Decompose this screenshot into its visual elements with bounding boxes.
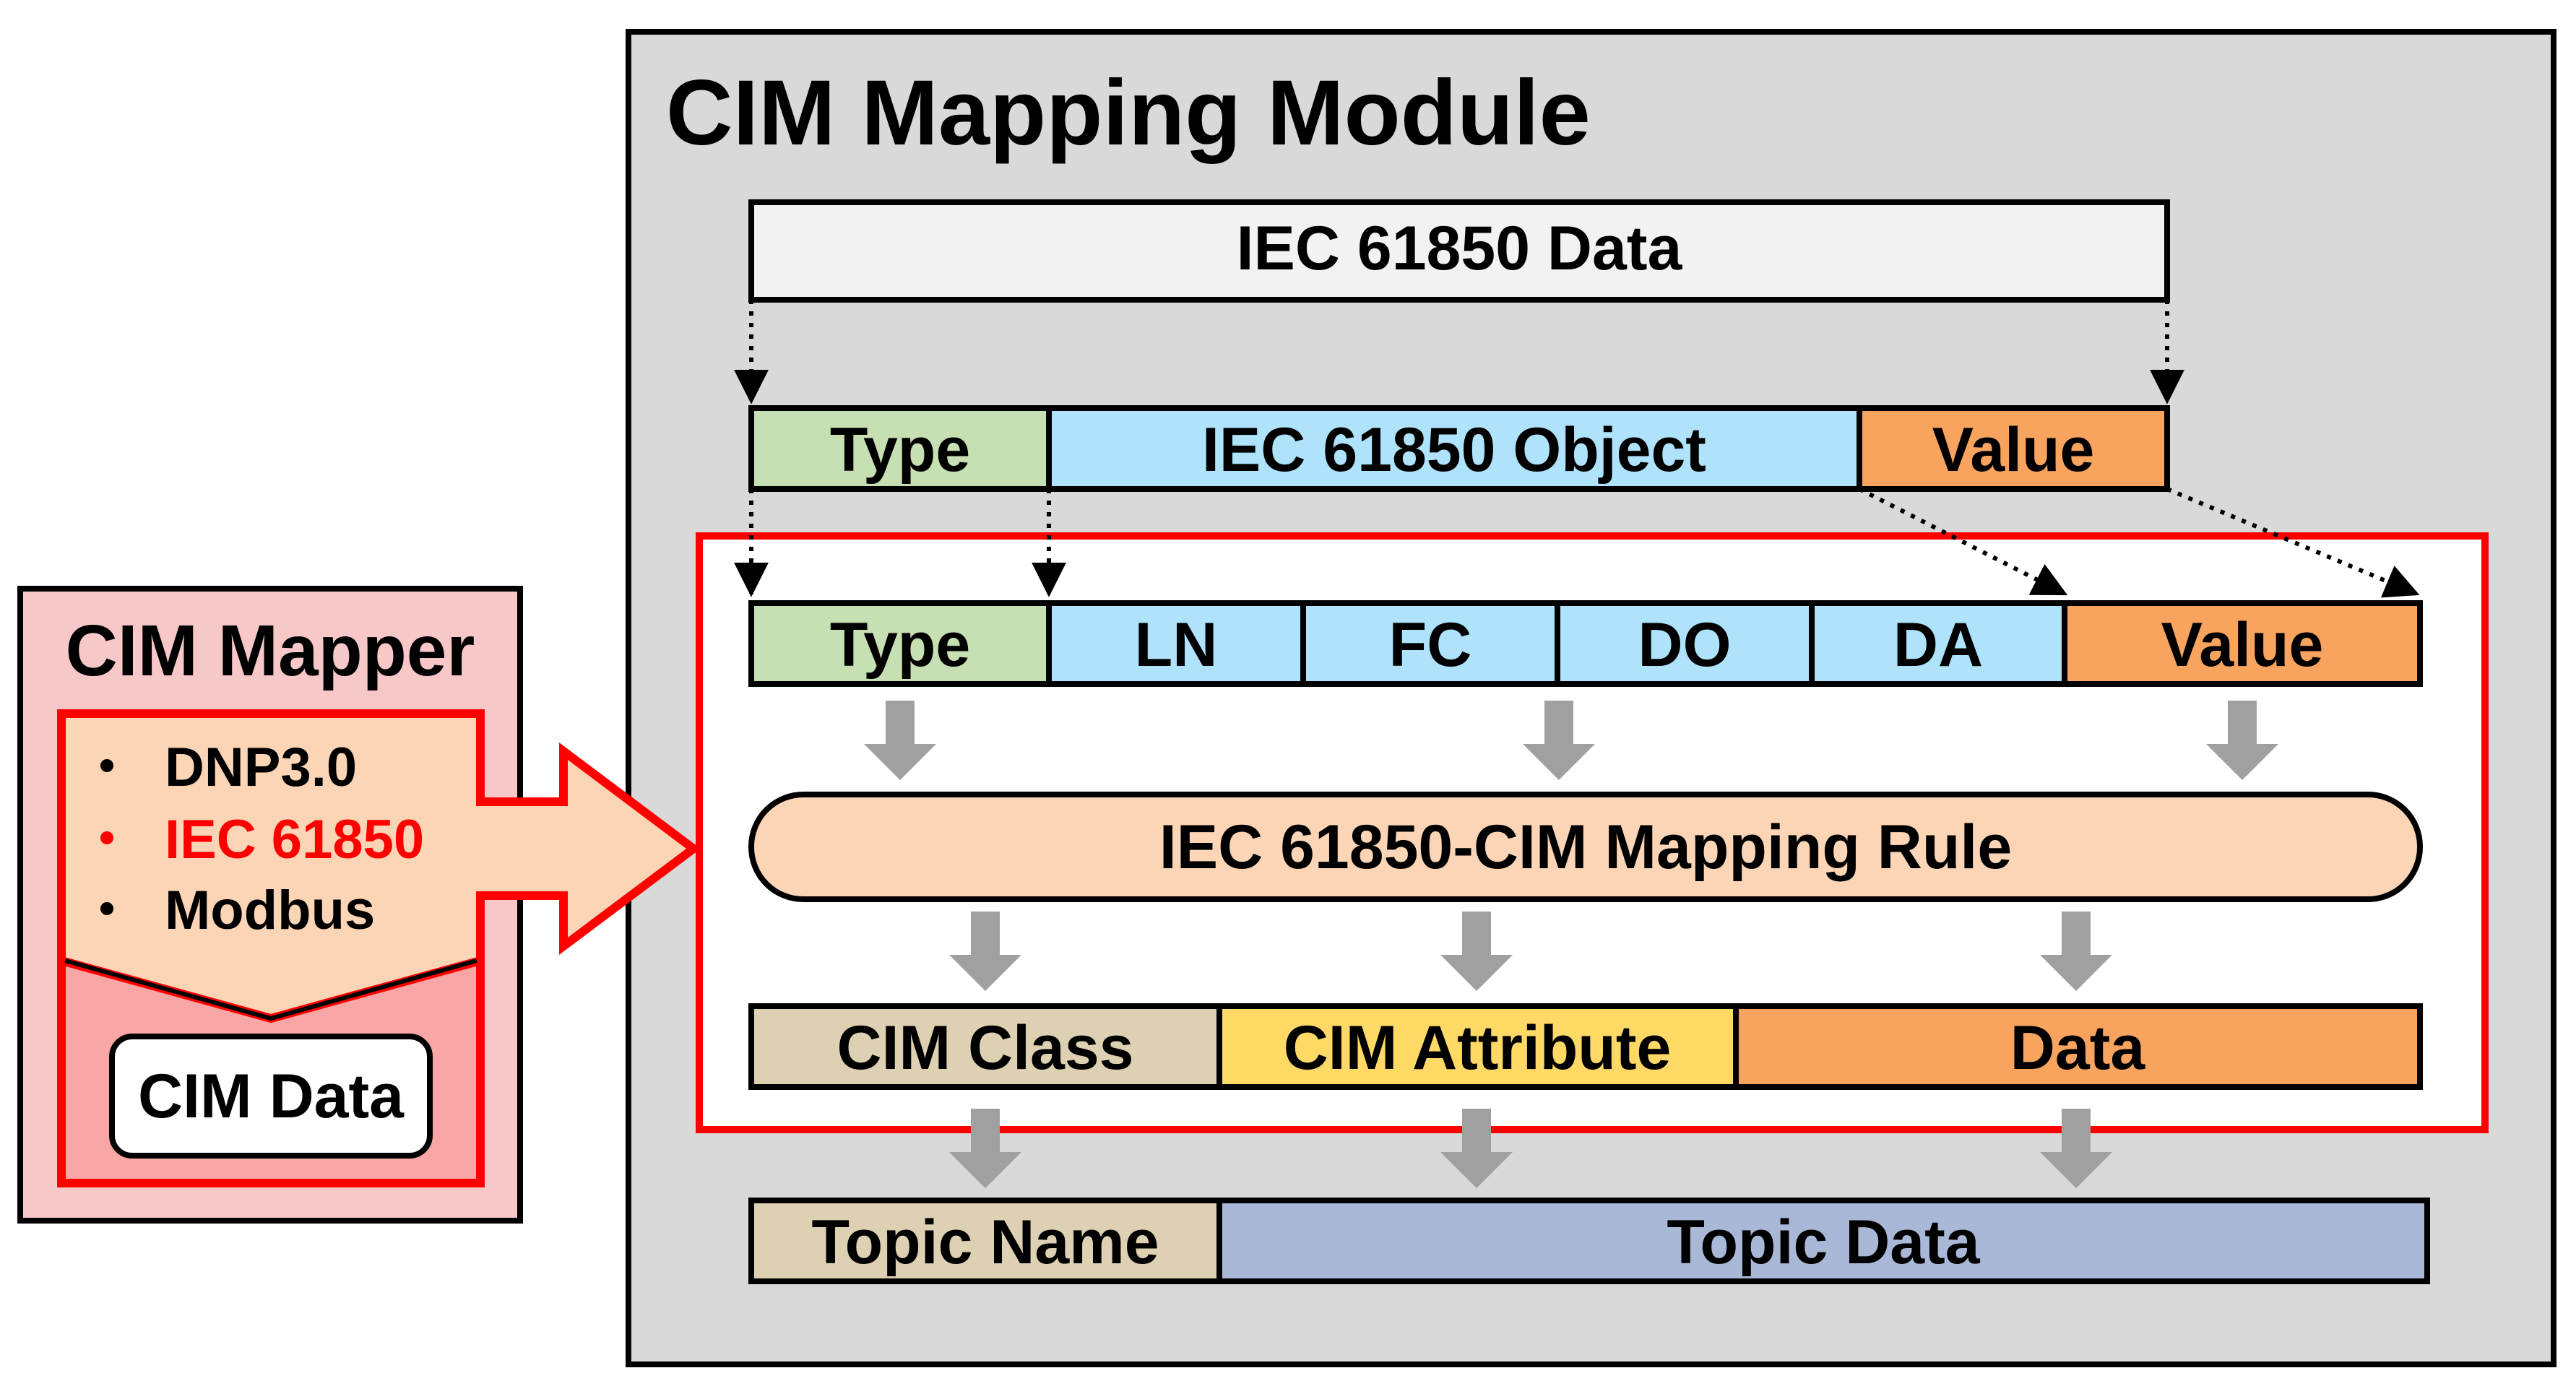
cim-data-cell [1733,1003,2423,1090]
gray-down-arrow [2206,701,2278,780]
chevron-edge [64,958,477,1021]
object-cell [1046,405,1862,492]
gray-down-arrow [949,912,1021,991]
topic-data-label: Topic Data [1667,1208,1980,1277]
cim-data-output-box [109,1034,433,1159]
gray-down-arrow [2040,912,2112,991]
topic-data-cell [1216,1198,2430,1284]
object-label: IEC 61850 Object [1202,415,1706,485]
field-value-label: Value [2161,610,2324,680]
field-da-label: DA [1893,610,1983,680]
iec-data-box [748,199,2170,303]
gray-down-arrow [949,1109,1021,1188]
module-title: CIM Mapping Module [666,61,1591,165]
protocol-item-iec61850: IEC 61850 [165,809,424,870]
field-do-label: DO [1638,610,1732,680]
field-value-cell [2062,600,2423,687]
field-fc-label: FC [1389,610,1472,680]
cim-class-cell [748,1003,1222,1090]
protocol-item-dnp3: DNP3.0 [165,737,357,798]
cim-class-label: CIM Class [837,1013,1133,1083]
gray-down-arrow [864,701,936,780]
field-type-label: Type [830,610,970,680]
iec-data-label: IEC 61850 Data [1237,214,1683,283]
gray-down-arrow [1523,701,1595,780]
mapping-rule-label: IEC 61850-CIM Mapping Rule [1159,813,2012,882]
bullet-dot [100,759,113,772]
cim-data-label: Data [2010,1013,2146,1083]
field-ln-label: LN [1135,610,1218,680]
field-do-cell [1555,600,1815,687]
gray-down-arrow [1440,1109,1513,1188]
gray-down-arrow [2040,1109,2112,1188]
object-type-label: Type [830,415,970,485]
topic-name-cell [748,1198,1222,1284]
object-value-cell [1857,405,2170,492]
gray-down-arrow [1440,912,1513,991]
protocol-item-modbus: Modbus [165,880,375,941]
bullet-dot [100,902,113,915]
field-type-cell [748,600,1052,687]
bullet-dot [100,831,113,844]
cim-data-output-label: CIM Data [138,1062,405,1131]
object-value-label: Value [1932,415,2095,485]
field-fc-cell [1300,600,1560,687]
topic-name-label: Topic Name [811,1208,1159,1277]
cim-attribute-label: CIM Attribute [1284,1013,1672,1083]
field-da-cell [1809,600,2067,687]
cim-attribute-cell [1216,1003,1739,1090]
mapper-title: CIM Mapper [66,610,475,691]
mapping-rule-box [748,792,2423,902]
dotted-arrow [1858,487,2068,596]
